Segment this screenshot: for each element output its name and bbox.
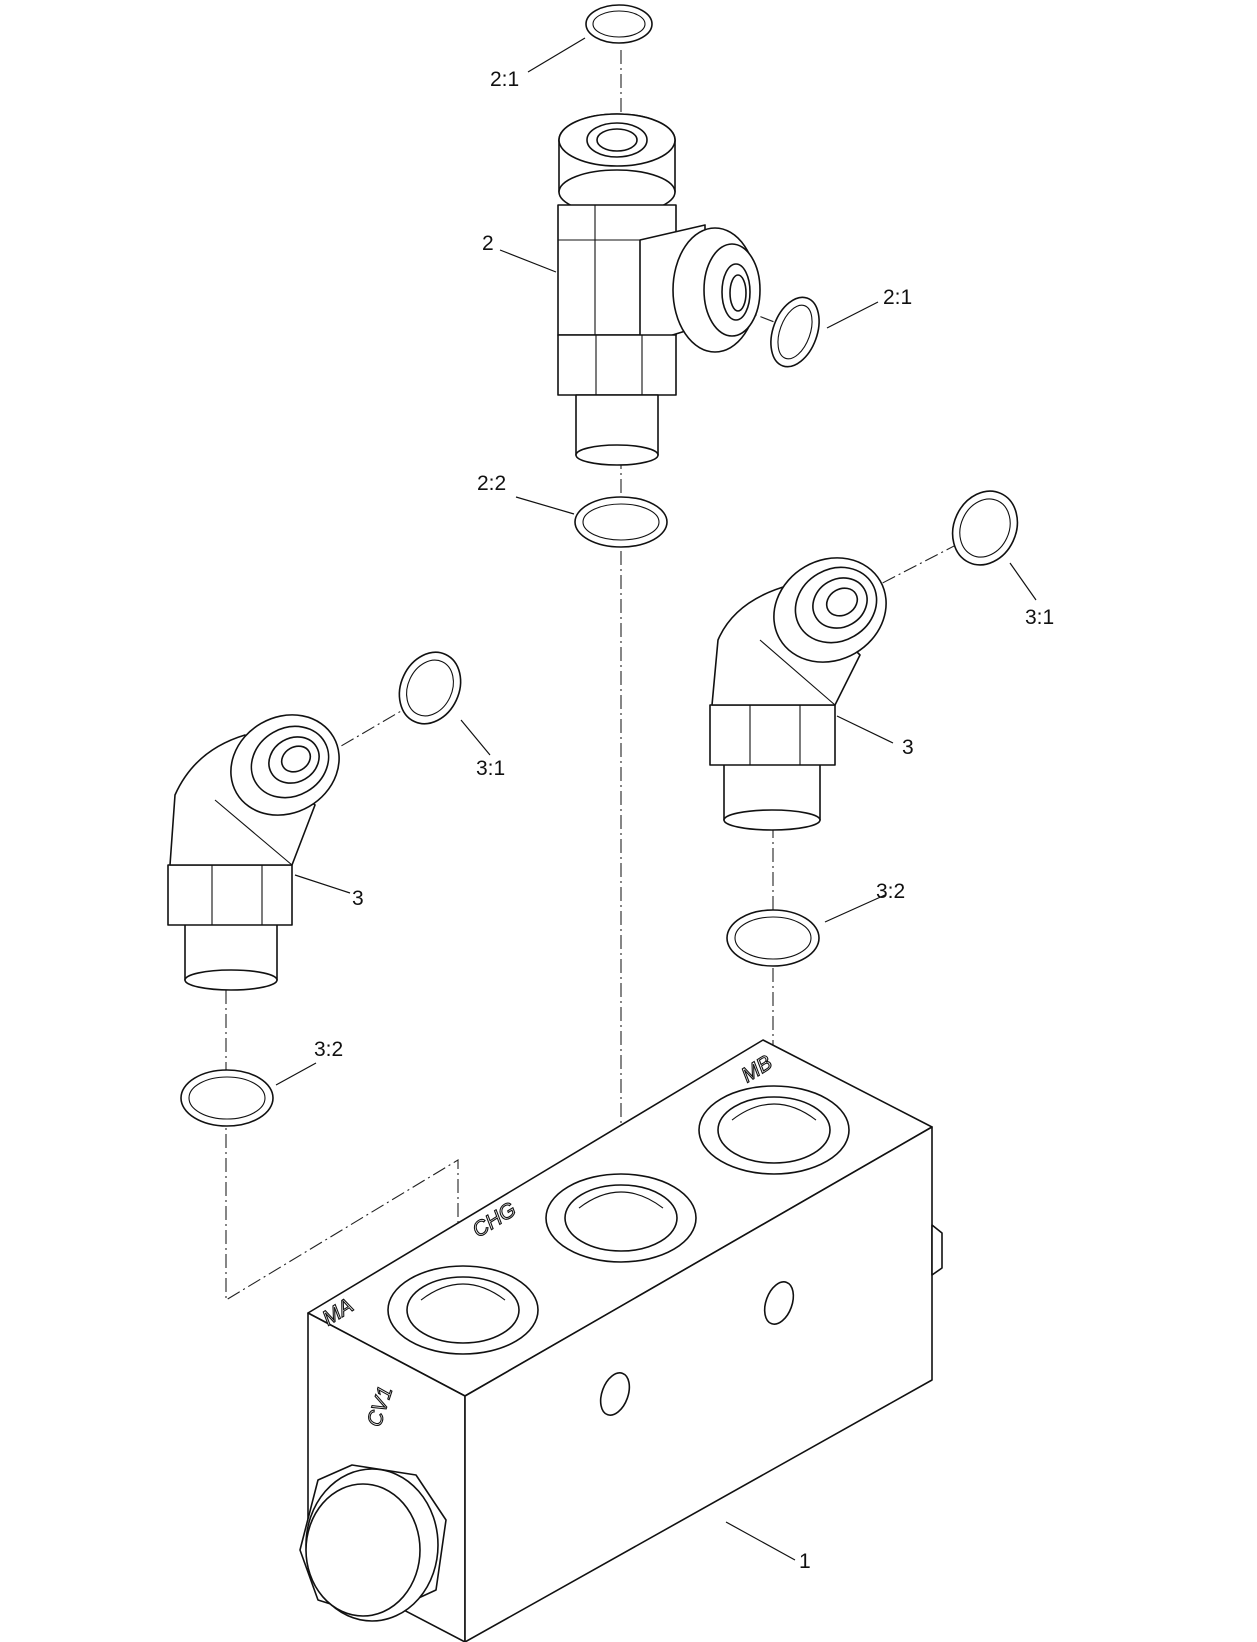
callout-3-2-right: 3:2: [876, 880, 905, 903]
callout-3-2-left: 3:2: [314, 1038, 343, 1061]
callout-2-1-top: 2:1: [490, 68, 519, 91]
side-hole: [599, 1372, 631, 1416]
callout-2-1-side: 2:1: [883, 286, 912, 309]
callout-2-2: 2:2: [477, 472, 506, 495]
callout-3-left: 3: [352, 887, 364, 910]
oring-3-2-right: [726, 909, 820, 967]
tee-fitting: [557, 113, 761, 466]
oring-3-1-left: [398, 651, 462, 725]
callout-3-right: 3: [902, 736, 914, 759]
callout-3-1-left: 3:1: [476, 757, 505, 780]
elbow-fitting-right: [709, 557, 887, 831]
callout-2: 2: [482, 232, 494, 255]
port-ma: [387, 1265, 539, 1355]
oring-3-1-right: [951, 490, 1019, 566]
manifold-side-face: [464, 1126, 933, 1642]
port-chg: [545, 1173, 697, 1263]
oring-2-1-side: [770, 296, 820, 368]
oring-2-2: [574, 496, 668, 548]
cv1-hex-plug: [299, 1464, 447, 1622]
callout-3-1-right: 3:1: [1025, 606, 1054, 629]
callout-1: 1: [799, 1550, 811, 1573]
oring-3-2-left: [180, 1069, 274, 1127]
manifold-block: MA CHG MB CV1: [299, 1039, 943, 1642]
elbow-fitting-left: [167, 714, 340, 991]
side-hole: [763, 1281, 795, 1325]
port-mb: [698, 1085, 850, 1175]
leader-lines: [275, 37, 1037, 1561]
